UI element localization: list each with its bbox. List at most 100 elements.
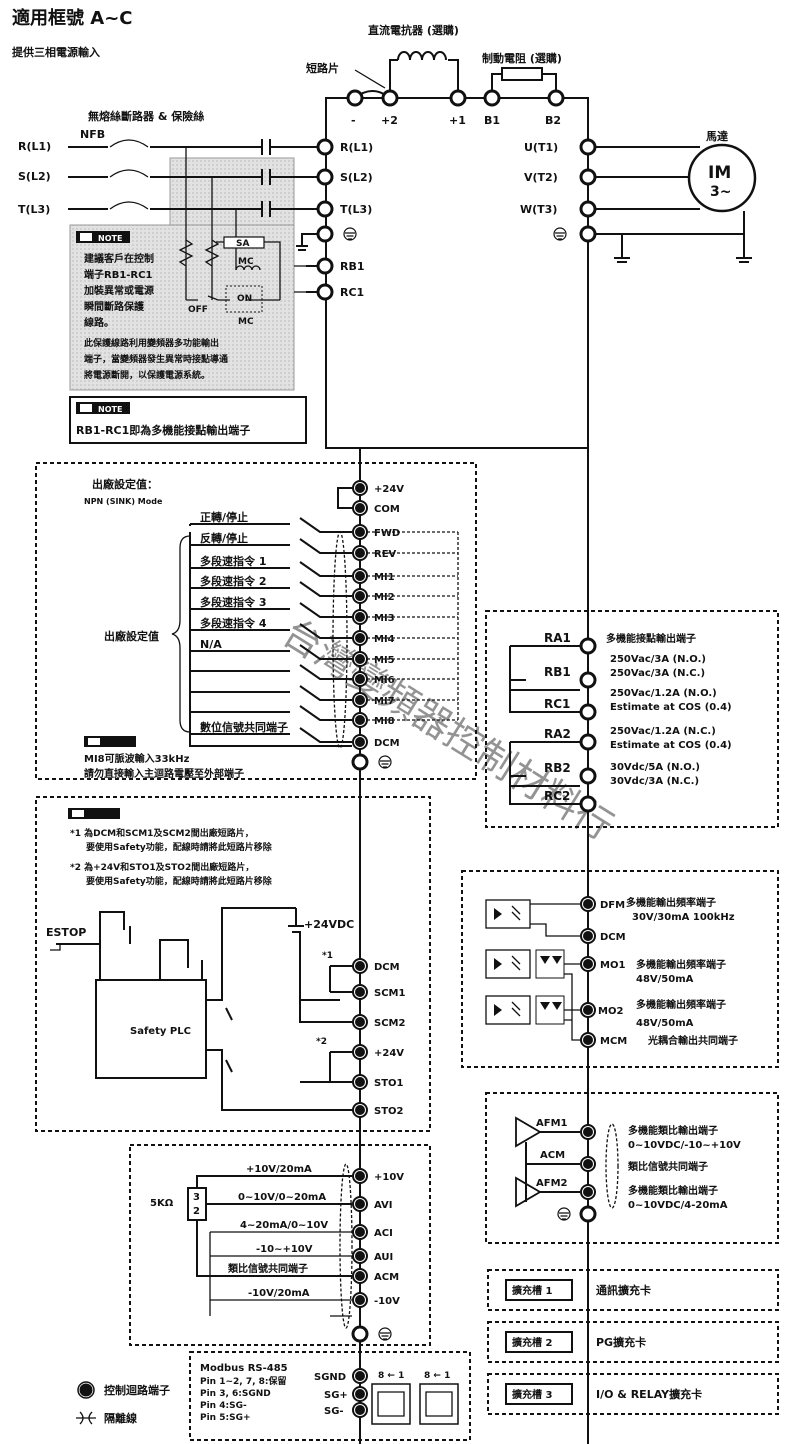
di-terminal-label-3: REV — [374, 549, 397, 560]
ao-terminal-2[interactable] — [583, 1187, 593, 1197]
ai-terminal-1[interactable] — [355, 1199, 365, 1209]
ao-terminal-1[interactable] — [583, 1159, 593, 1169]
relay-1-contacts — [509, 645, 580, 713]
terminal-s-label: S(L2) — [340, 171, 373, 184]
safety-note-1b: 要使用Safety功能，配線時請將此短路片移除 — [86, 841, 273, 853]
terminal-rc1[interactable] — [316, 283, 334, 301]
safety-terminal-0[interactable] — [355, 961, 365, 971]
comm-terminal-label-2: SG- — [324, 1406, 344, 1417]
opto-2 — [485, 949, 531, 979]
di-terminal-5[interactable] — [355, 591, 365, 601]
di-terminal-8[interactable] — [355, 654, 365, 664]
di-terminal-4[interactable] — [355, 571, 365, 581]
di-terminal-label-6: MI3 — [374, 613, 395, 624]
terminal-ai-ground[interactable] — [351, 1325, 369, 1343]
di-terminal-7[interactable] — [355, 633, 365, 643]
di-terminal-10[interactable] — [355, 695, 365, 705]
safety-terminal-4[interactable] — [355, 1077, 365, 1087]
output-v-label: V(T2) — [524, 171, 558, 184]
di-terminal-3[interactable] — [355, 548, 365, 558]
protection-note: NOTE 建議客戶在控制 端子RB1-RC1 加裝異常或電源 瞬間斷路保護 線路… — [76, 231, 228, 381]
slot-badge-1[interactable] — [505, 1331, 573, 1353]
di-terminal-6[interactable] — [355, 612, 365, 622]
ai-terminal-4[interactable] — [355, 1271, 365, 1281]
ai-terminal-5[interactable] — [355, 1295, 365, 1305]
mo1-diodes — [535, 949, 565, 979]
relay-terminal-0[interactable] — [579, 637, 597, 655]
comm-terminal-0[interactable] — [355, 1371, 365, 1381]
terminal-s[interactable] — [316, 168, 334, 186]
di-terminal-11[interactable] — [355, 715, 365, 725]
mo2-desc-2: 48V/50mA — [636, 1018, 694, 1029]
comm-terminal-2[interactable] — [355, 1405, 365, 1415]
terminal-ground[interactable] — [316, 225, 334, 243]
terminal-t[interactable] — [316, 200, 334, 218]
slot-badge-0[interactable] — [505, 1279, 573, 1301]
dc-label-plus1: +1 — [449, 114, 466, 127]
safety-terminal-3[interactable] — [355, 1047, 365, 1057]
dc-terminal-b2[interactable] — [547, 89, 565, 107]
ground-icon-di-lines — [380, 760, 390, 768]
mo1-desc-1: 多機能輸出頻率端子 — [636, 958, 726, 971]
do-terminal-2[interactable] — [583, 959, 593, 969]
safety-terminal-5[interactable] — [355, 1105, 365, 1115]
relay-terminal-5[interactable] — [579, 795, 597, 813]
comm-terminal-label-1: SG+ — [324, 1390, 348, 1401]
slot-badge-2[interactable] — [505, 1383, 573, 1405]
di-terminal-1[interactable] — [355, 503, 365, 513]
di-terminal-2[interactable] — [355, 527, 365, 537]
mo1-desc-2: 48V/50mA — [636, 974, 694, 985]
ai-terminal-2[interactable] — [355, 1227, 365, 1237]
note-line-5: 線路。 — [84, 316, 114, 329]
page-subtitle: 提供三相電源輸入 — [12, 45, 100, 59]
relay-terminal-3[interactable] — [579, 733, 597, 751]
breaker-contacts — [109, 139, 149, 210]
slot-frame-1 — [487, 1321, 779, 1363]
terminal-di-ground[interactable] — [351, 753, 369, 771]
di-terminal-0[interactable] — [355, 483, 365, 493]
terminal-r[interactable] — [316, 138, 334, 156]
ai-terminal-label-2: ACI — [374, 1228, 393, 1239]
di-terminal-9[interactable] — [355, 674, 365, 684]
do-terminal-1[interactable] — [583, 931, 593, 941]
dc-terminal-b1[interactable] — [483, 89, 501, 107]
do-terminal-3[interactable] — [583, 1005, 593, 1015]
terminal-ao-ground[interactable] — [579, 1205, 597, 1223]
ai-terminal-0[interactable] — [355, 1171, 365, 1181]
relay-terminal-4[interactable] — [579, 767, 597, 785]
safety-terminal-label-5: STO2 — [374, 1106, 404, 1117]
opamp-icons — [515, 1116, 542, 1208]
terminal-v[interactable] — [579, 168, 597, 186]
safety-terminal-1[interactable] — [355, 987, 365, 997]
ao-terminal-0[interactable] — [583, 1127, 593, 1137]
dc-terminal-plus2[interactable] — [381, 89, 399, 107]
terminal-u[interactable] — [579, 138, 597, 156]
relay-terminal-1[interactable] — [579, 671, 597, 689]
terminal-output-ground[interactable] — [579, 225, 597, 243]
breaker-label: 無熔絲斷路器 & 保險絲 — [88, 109, 204, 123]
legend-ctrl-ring — [77, 1381, 95, 1399]
do-terminal-4[interactable] — [583, 1035, 593, 1045]
motor-wires — [595, 146, 700, 210]
terminal-rb1[interactable] — [316, 257, 334, 275]
dc-terminal-minus[interactable] — [346, 89, 364, 107]
safety-terminal-2[interactable] — [355, 1017, 365, 1027]
dc-terminal-plus1[interactable] — [449, 89, 467, 107]
terminal-w[interactable] — [579, 200, 597, 218]
dc-label-plus2: +2 — [381, 114, 398, 127]
note-badge-3 — [84, 736, 136, 747]
do-terminal-0[interactable] — [583, 899, 593, 909]
output-ground-line — [595, 233, 630, 263]
comm-terminal-1[interactable] — [355, 1389, 365, 1399]
relay-terminal-2[interactable] — [579, 703, 597, 721]
safety-jumpers — [299, 965, 360, 1111]
ai-signal-label-4: 類比信號共同端子 — [227, 1262, 308, 1275]
do-terminal-label-1: DCM — [600, 932, 626, 943]
safety-terminal-label-2: SCM2 — [374, 1018, 405, 1029]
comm-line-5: Pin 5:SG+ — [200, 1413, 251, 1423]
relay-terminal-label-2: RC1 — [544, 697, 570, 711]
di-terminal-12[interactable] — [355, 737, 365, 747]
ai-terminal-3[interactable] — [355, 1251, 365, 1261]
